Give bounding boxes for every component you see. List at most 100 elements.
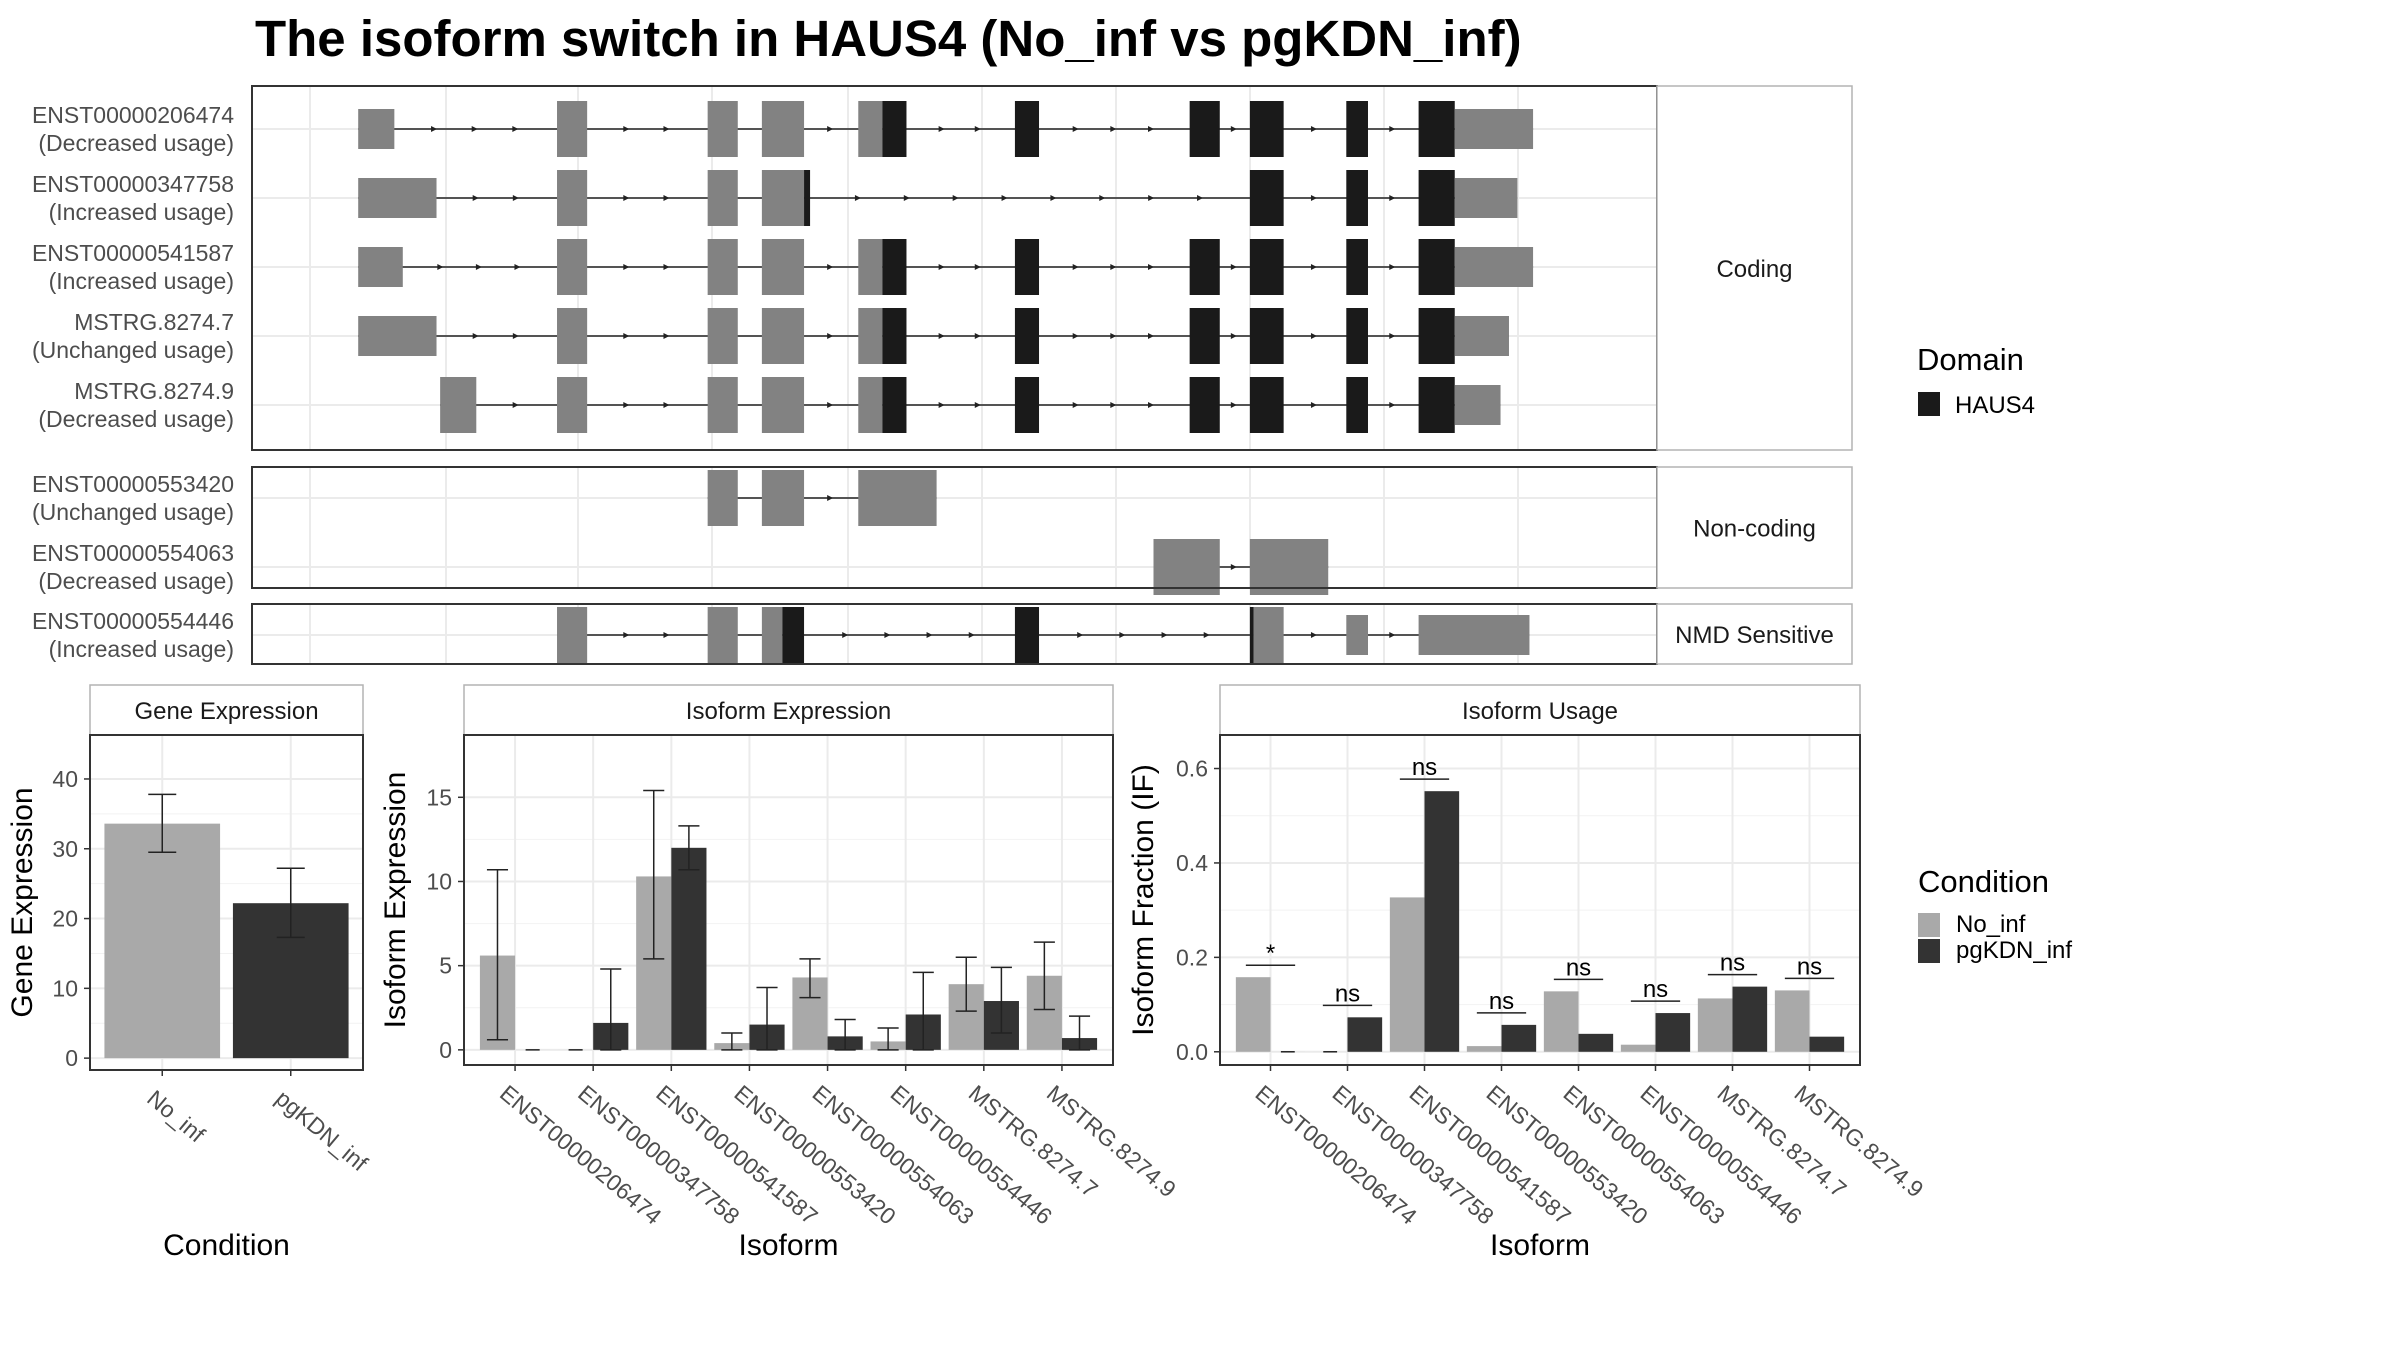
exon — [557, 101, 588, 157]
domain-exon — [1249, 308, 1284, 364]
intron-arrow — [475, 264, 482, 270]
intron-arrow — [1230, 333, 1237, 339]
intron-arrow — [1072, 126, 1079, 132]
domain-legend-swatch — [1918, 392, 1940, 416]
intron-arrow — [1148, 195, 1155, 201]
exon — [1454, 109, 1534, 149]
bar — [1732, 986, 1768, 1052]
intron-arrow — [1230, 264, 1237, 270]
domain-exon — [882, 308, 907, 364]
y-tick-label: 10 — [52, 975, 78, 1001]
domain-exon — [1014, 239, 1040, 295]
x-axis-title: Isoform — [738, 1229, 838, 1262]
significance-label: ns — [1643, 976, 1668, 1003]
domain-exon — [1346, 239, 1368, 295]
chart-title: Isoform Usage — [1462, 698, 1618, 725]
domain-exon — [1249, 101, 1284, 157]
y-tick-label: 0.0 — [1176, 1039, 1208, 1065]
significance-label: ns — [1412, 754, 1437, 781]
transcript-id-label: MSTRG.8274.7 — [74, 309, 234, 335]
facet-strip — [1656, 603, 1853, 665]
exon — [707, 170, 738, 226]
intron-arrow — [512, 126, 519, 132]
intron-arrow — [1310, 402, 1317, 408]
intron-arrow — [827, 264, 834, 270]
transcript-row: ENST00000347758(Increased usage) — [32, 170, 1518, 226]
exon — [858, 308, 883, 364]
intron-arrow — [827, 402, 834, 408]
domain-exon — [1249, 170, 1284, 226]
intron-arrow — [1147, 333, 1154, 339]
x-tick-label: No_inf — [142, 1085, 210, 1148]
bar — [1543, 991, 1579, 1052]
intron-arrow — [938, 402, 945, 408]
intron-arrow — [842, 632, 849, 638]
transcript-usage-label: (Decreased usage) — [38, 406, 234, 432]
domain-exon — [1014, 607, 1040, 663]
significance-label: ns — [1720, 950, 1745, 977]
figure-title: The isoform switch in HAUS4 (No_inf vs p… — [255, 10, 1522, 67]
intron-arrow — [1389, 402, 1396, 408]
intron-arrow — [1389, 195, 1396, 201]
intron-arrow — [1072, 402, 1079, 408]
intron-arrow — [1147, 402, 1154, 408]
significance-label: ns — [1335, 980, 1360, 1007]
x-tick-label: MSTRG.8274.9 — [1042, 1080, 1181, 1203]
intron-arrow — [663, 333, 670, 339]
domain-exon — [1249, 377, 1284, 433]
exon — [358, 178, 437, 218]
intron-arrow — [471, 126, 478, 132]
intron-arrow — [1072, 264, 1079, 270]
facet-strip — [1656, 85, 1853, 451]
intron-arrow — [1050, 195, 1057, 201]
domain-legend-label: HAUS4 — [1955, 392, 2035, 419]
bar — [1655, 1013, 1691, 1052]
intron-arrow — [663, 195, 670, 201]
condition-legend-swatch — [1918, 939, 1940, 963]
y-axis-title: Isoform Expression — [379, 772, 412, 1029]
intron-arrow — [623, 195, 630, 201]
intron-arrow — [974, 264, 981, 270]
bar — [1389, 897, 1425, 1052]
significance-label: ns — [1797, 953, 1822, 980]
domain-exon — [1346, 101, 1368, 157]
exon — [1454, 385, 1501, 425]
intron-arrow — [1147, 264, 1154, 270]
intron-arrow — [437, 264, 444, 270]
y-tick-label: 10 — [426, 868, 452, 894]
intron-arrow — [663, 402, 670, 408]
transcript-id-label: ENST00000554063 — [32, 540, 234, 566]
condition-legend-label: pgKDN_inf — [1956, 937, 2072, 964]
facet-strip-label: Non-coding — [1693, 516, 1816, 543]
x-tick-label: MSTRG.8274.9 — [1789, 1080, 1928, 1203]
transcript-usage-label: (Increased usage) — [49, 199, 234, 225]
intron-arrow — [1310, 126, 1317, 132]
exon — [858, 101, 883, 157]
intron-arrow — [1203, 632, 1210, 638]
transcript-id-label: ENST00000541587 — [32, 240, 234, 266]
exon — [557, 607, 588, 663]
domain-exon — [1189, 377, 1220, 433]
intron-arrow — [512, 402, 519, 408]
exon — [858, 239, 883, 295]
domain-exon — [882, 239, 907, 295]
bar — [1235, 977, 1271, 1052]
transcript-row: MSTRG.8274.9(Decreased usage) — [38, 377, 1501, 433]
condition-legend-label: No_inf — [1956, 911, 2026, 938]
intron-arrow — [663, 632, 670, 638]
intron-arrow — [472, 333, 479, 339]
intron-arrow — [512, 333, 519, 339]
intron-arrow — [854, 195, 861, 201]
bar — [1809, 1036, 1845, 1052]
exon — [761, 308, 805, 364]
domain-exon — [882, 101, 907, 157]
exon — [440, 377, 477, 433]
chart-panel-border — [1219, 734, 1861, 1066]
exon — [707, 239, 738, 295]
transcript-structure-panel: ENST00000206474 (Decreased usage) ENST0000… — [32, 85, 1853, 665]
exon — [358, 109, 395, 149]
intron-arrow — [1119, 632, 1126, 638]
transcript-id-label: ENST00000206474 — [32, 102, 234, 128]
